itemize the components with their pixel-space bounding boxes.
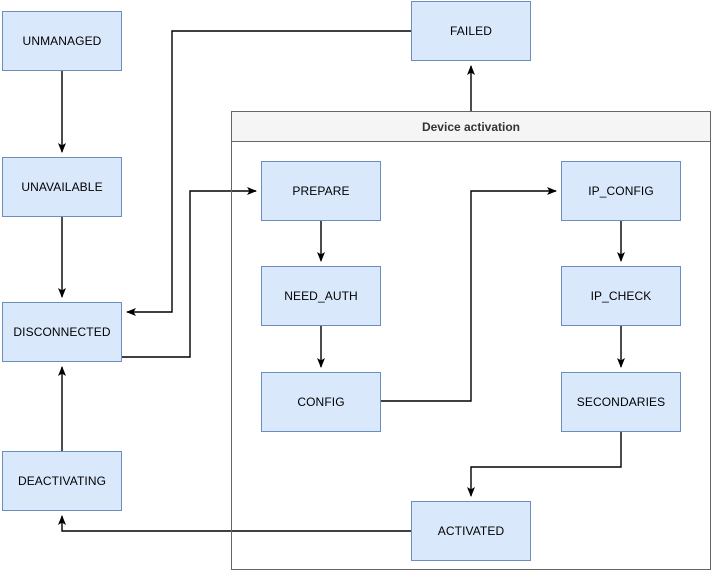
- state-node-unavailable[interactable]: UNAVAILABLE: [2, 157, 122, 217]
- group-device-activation: Device activation: [231, 111, 711, 570]
- state-node-failed[interactable]: FAILED: [411, 1, 531, 61]
- state-node-deactivating[interactable]: DEACTIVATING: [2, 451, 122, 511]
- state-node-unmanaged[interactable]: UNMANAGED: [2, 11, 122, 71]
- state-node-need-auth[interactable]: NEED_AUTH: [261, 266, 381, 326]
- edge-failed-to-disconnected: [126, 30, 411, 316]
- edge-activated-to-deactivating: [58, 515, 411, 532]
- state-node-disconnected[interactable]: DISCONNECTED: [2, 302, 122, 362]
- state-node-activated[interactable]: ACTIVATED: [411, 501, 531, 561]
- edges-group: [58, 30, 625, 532]
- state-node-config[interactable]: CONFIG: [261, 372, 381, 432]
- state-node-ip-config[interactable]: IP_CONFIG: [561, 161, 681, 221]
- edge-secondaries-to-activated: [467, 432, 622, 497]
- state-node-ip-check[interactable]: IP_CHECK: [561, 266, 681, 326]
- state-node-secondaries[interactable]: SECONDARIES: [561, 372, 681, 432]
- edge-disconnected-to-prepare: [122, 187, 257, 358]
- edge-config-to-ip_config: [381, 187, 557, 402]
- state-node-prepare[interactable]: PREPARE: [261, 161, 381, 221]
- group-device-activation-title: Device activation: [232, 112, 710, 142]
